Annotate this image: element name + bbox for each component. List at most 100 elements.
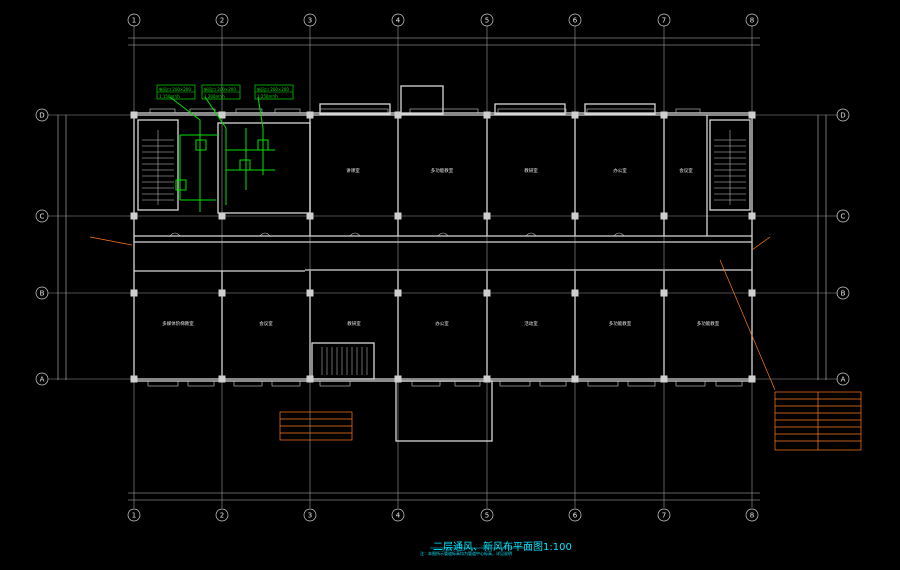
column <box>748 375 756 383</box>
axis-label: 2 <box>220 17 224 25</box>
window-north <box>274 108 301 114</box>
axis-bubble <box>657 13 671 27</box>
column <box>130 375 138 383</box>
axis-bubble <box>568 508 582 522</box>
room-label-upper: 教研室 <box>524 167 538 174</box>
column <box>483 289 491 297</box>
door-swing <box>525 232 537 237</box>
duct-tag-line1: 新风口 200×200 <box>159 86 191 92</box>
window-south <box>319 380 351 387</box>
door-swing <box>169 232 181 237</box>
ventilation-ducts <box>169 96 275 212</box>
room-label-upper: 多功能教室 <box>431 167 454 174</box>
axis-bubble <box>303 13 317 27</box>
column <box>660 375 668 383</box>
axis-label: D <box>840 112 845 120</box>
axis-bubble <box>127 508 141 522</box>
drawing-subtitle: 注：本图所示管道标高均为管道中心标高，详见说明 <box>420 551 512 556</box>
column <box>483 375 491 383</box>
window-south <box>271 380 301 387</box>
column <box>394 289 402 297</box>
column <box>218 375 226 383</box>
column <box>218 212 226 220</box>
window-south <box>675 380 706 387</box>
axis-label: 5 <box>485 512 489 520</box>
column <box>394 212 402 220</box>
drawing-title: 二层通风、新风布平面图1:100 <box>433 542 572 553</box>
duct-tag-line1: 新风口 200×200 <box>257 86 289 92</box>
axis-bubble <box>215 13 229 27</box>
window-south <box>411 380 441 387</box>
axis-label: 5 <box>485 17 489 25</box>
axis-label: D <box>39 112 44 120</box>
axis-label: 1 <box>132 17 136 25</box>
duct-tag-line2: 1 150m³/h <box>159 94 180 99</box>
axis-bubble <box>127 13 141 27</box>
window-south <box>627 380 656 387</box>
axis-label: 4 <box>396 512 401 520</box>
door-swing <box>613 232 625 237</box>
window-north <box>497 108 567 114</box>
column <box>571 111 579 119</box>
door-swing <box>437 232 449 237</box>
column <box>306 111 314 119</box>
window-north <box>235 108 263 114</box>
column <box>748 212 756 220</box>
column <box>130 289 138 297</box>
axis-label: 8 <box>750 512 754 520</box>
axis-label: C <box>841 213 846 221</box>
structural-columns <box>130 111 756 383</box>
axis-label: 7 <box>662 512 666 520</box>
axis-label: C <box>40 213 45 221</box>
room-label-upper: 讲课室 <box>346 167 360 174</box>
duct-tag-line2: 1 200m³/h <box>204 94 225 99</box>
column <box>571 375 579 383</box>
axis-label: 2 <box>220 512 224 520</box>
room-label-upper: 会议室 <box>679 167 693 174</box>
axis-bubble <box>35 209 49 223</box>
axis-bubble <box>215 508 229 522</box>
room-label-lower: 会议室 <box>259 320 273 327</box>
axis-label: B <box>841 290 846 298</box>
window-south <box>715 380 743 387</box>
room-label-lower: 教研室 <box>347 320 361 327</box>
window-north <box>149 108 176 114</box>
axis-label: B <box>40 290 45 298</box>
duct-tag-group: 新风口 200×200 1 150m³/h 新风口 200×200 1 200m³/h… <box>156 84 294 100</box>
column <box>306 289 314 297</box>
window-north <box>586 108 656 114</box>
column <box>660 289 668 297</box>
room-label-upper: 办公室 <box>613 167 627 174</box>
column <box>218 289 226 297</box>
window-bands <box>147 108 743 387</box>
window-south <box>233 380 263 387</box>
axis-bubble <box>836 209 850 223</box>
axis-bubble <box>480 13 494 27</box>
axis-bubble <box>35 286 49 300</box>
window-south <box>499 380 531 387</box>
axis-label: 6 <box>573 512 578 520</box>
column <box>130 111 138 119</box>
axis-bubble <box>657 508 671 522</box>
axis-bubble <box>303 508 317 522</box>
column <box>306 212 314 220</box>
column <box>218 111 226 119</box>
column <box>660 212 668 220</box>
building-walls <box>133 85 753 442</box>
column <box>748 289 756 297</box>
orange-callouts <box>89 236 862 451</box>
axis-bubble <box>745 13 759 27</box>
column <box>483 111 491 119</box>
door-swing <box>349 232 361 237</box>
column <box>571 289 579 297</box>
room-label-lower: 多媒体阶梯教室 <box>162 320 194 327</box>
axis-bubble <box>35 108 49 122</box>
window-south <box>539 380 567 387</box>
axis-label: 3 <box>308 17 312 25</box>
axis-bubble <box>391 508 405 522</box>
room-label-lower: 活动室 <box>524 320 538 327</box>
window-south <box>587 380 619 387</box>
